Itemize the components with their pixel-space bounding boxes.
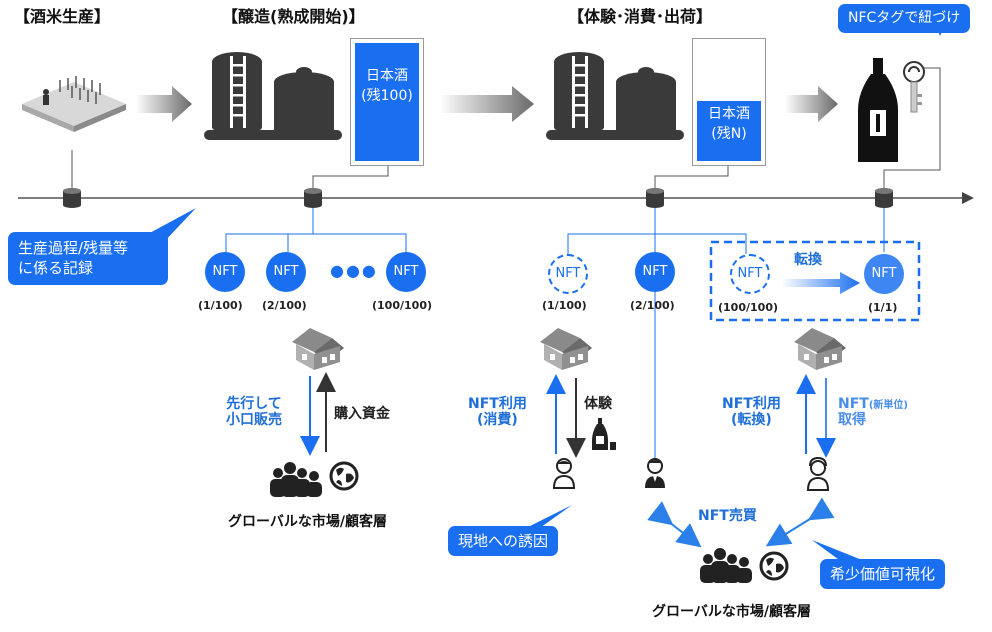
nft-use-line1: NFT利用 — [468, 396, 527, 412]
conversion-box — [709, 240, 921, 322]
brewery-tanks-icon — [204, 52, 342, 140]
sake-fill-full: 日本酒 (残100) — [355, 43, 419, 161]
flow-arrow-2 — [440, 86, 534, 122]
presale-label: 先行して 小口販売 — [226, 396, 282, 428]
nft-acquire-line2: 取得 — [838, 412, 866, 429]
timeline-arrowhead — [962, 192, 974, 204]
nft-count-label: (2/100) — [262, 299, 307, 312]
nft-use-convert-label: NFT利用 (転換) — [722, 396, 781, 428]
sake-fill-partial: 日本酒 (残N) — [697, 101, 761, 161]
nft-acquire-nft: NFT — [838, 396, 869, 412]
nft-count-label: (1/100) — [542, 299, 587, 312]
person-user-icon-1 — [552, 458, 576, 489]
nft-use-line2: (転換) — [731, 412, 772, 429]
sake-tasting-icon — [592, 418, 616, 450]
nft-acquire-unit: (新単位) — [868, 400, 908, 411]
nft-count-label: (1/100) — [198, 299, 243, 312]
person-user-icon-2 — [645, 458, 665, 488]
nft-token-2-100[interactable]: NFT — [266, 252, 306, 292]
brewery-house-icon-3 — [794, 328, 846, 370]
sake-tank-partial: 日本酒 (残N) — [692, 38, 766, 166]
nft-token-converted-100-100[interactable]: NFT — [730, 254, 770, 294]
nft-trade-label: NFT売買 — [698, 508, 757, 524]
rarity-callout: 希少価値可視化 — [820, 559, 946, 590]
sake-tank-full: 日本酒 (残100) — [350, 38, 424, 166]
brewery-tanks-icon-2 — [546, 52, 684, 140]
sake-label: 日本酒 — [366, 68, 408, 84]
local-incentive-callout: 現地への誘因 — [448, 526, 559, 557]
nft-token-1-100[interactable]: NFT — [205, 252, 245, 292]
flow-arrow-1 — [136, 86, 192, 122]
record-db-shipping — [875, 188, 893, 208]
experience-label: 体験 — [584, 396, 612, 412]
convert-arrow — [782, 272, 860, 294]
nft-count-label: (1/1) — [868, 301, 898, 314]
nft-use-consume-label: NFT利用 (消費) — [468, 396, 527, 428]
person-user-icon-3 — [806, 456, 830, 491]
sake-bottle-icon — [858, 58, 898, 162]
brewery-house-icon-2 — [540, 328, 592, 370]
funding-label: 購入資金 — [334, 406, 390, 422]
record-db-experience — [646, 188, 664, 208]
header-brewing: 【醸造(熟成開始)】 — [222, 7, 365, 26]
header-rice-production: 【酒米生産】 — [14, 7, 111, 26]
sake-remaining: (残100) — [361, 87, 413, 104]
crowd-icon-2 — [700, 548, 752, 583]
nft-use-line2: (消費) — [477, 412, 518, 429]
nfc-key-tag-icon — [903, 61, 925, 113]
sake-remaining: (残N) — [711, 125, 747, 142]
nft-use-line1: NFT利用 — [722, 396, 781, 412]
brewery-house-icon-1 — [292, 328, 344, 370]
global-market-label-1: グローバルな市場/顧客層 — [228, 514, 387, 530]
nft-token-used-1-100[interactable]: NFT — [548, 254, 588, 294]
record-db-brewing — [304, 188, 322, 208]
header-experience-shipping: 【体験･消費･出荷】 — [568, 7, 713, 26]
flow-arrow-3 — [785, 86, 838, 122]
nft-token-new-1-1[interactable]: NFT — [864, 254, 904, 294]
nft-count-label: (2/100) — [630, 299, 675, 312]
presale-line2: 小口販売 — [226, 412, 282, 429]
nft-token-100-100[interactable]: NFT — [386, 252, 426, 292]
nfc-tag-callout: NFCタグで紐づけ — [838, 4, 971, 33]
globe-icon-1 — [329, 461, 359, 491]
record-callout-line1: 生産過程/残量等 — [18, 239, 129, 257]
convert-label: 転換 — [794, 252, 822, 268]
globe-icon-2 — [759, 551, 789, 581]
record-callout-line2: に係る記録 — [18, 259, 94, 278]
rice-field-icon — [22, 76, 126, 132]
nft-count-label: (100/100) — [372, 299, 432, 312]
global-market-label-2: グローバルな市場/顧客層 — [652, 604, 811, 620]
nft-token-2-100-market[interactable]: NFT — [635, 252, 675, 292]
record-db-rice — [63, 188, 81, 208]
nft-count-label: (100/100) — [718, 301, 778, 314]
sake-label: 日本酒 — [708, 106, 750, 122]
presale-line1: 先行して — [226, 396, 282, 412]
nft-ellipsis: ●●● — [330, 261, 378, 280]
crowd-icon-1 — [270, 462, 322, 497]
nft-acquire-label: NFT(新単位) 取得 — [838, 396, 908, 428]
record-callout: 生産過程/残量等 に係る記録 — [8, 232, 168, 285]
